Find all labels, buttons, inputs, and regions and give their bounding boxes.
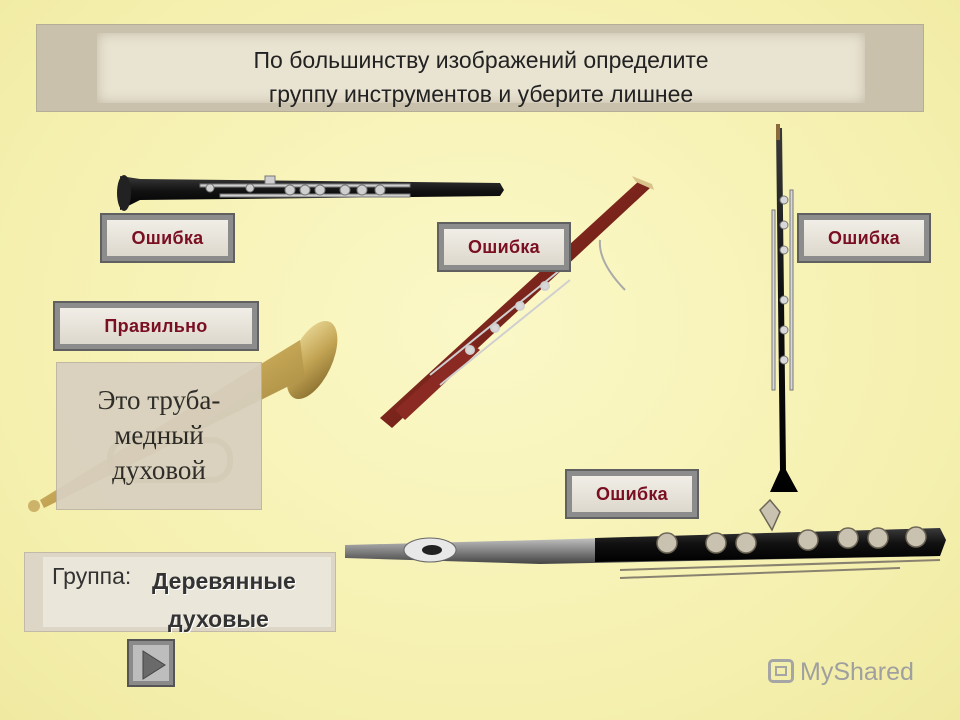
title-inner: По большинству изображений определите гр… <box>97 33 865 107</box>
trumpet-note-text: Это труба- медный духовой <box>57 383 261 488</box>
next-slide-button[interactable] <box>127 639 175 687</box>
error-button-label: Ошибка <box>804 220 924 256</box>
error-button-clarinet[interactable]: Ошибка <box>100 213 235 263</box>
myshared-logo-icon <box>768 659 794 683</box>
title-line-2: группу инструментов и уберите лишнее <box>268 81 694 107</box>
group-answer-line-2: духовые <box>168 606 269 632</box>
error-button-label: Ошибка <box>107 220 228 256</box>
error-button-bassoon[interactable]: Ошибка <box>437 222 571 272</box>
title-panel: По большинству изображений определите гр… <box>36 24 924 112</box>
clarinet-image[interactable] <box>117 175 504 211</box>
error-button-oboe[interactable]: Ошибка <box>797 213 931 263</box>
error-button-label: Ошибка <box>444 229 564 265</box>
trumpet-note: Это труба- медный духовой <box>56 362 262 510</box>
note-line-3: духовой <box>112 455 206 485</box>
error-button-label: Ошибка <box>572 476 692 512</box>
note-line-2: медный <box>114 420 204 450</box>
play-arrow-icon <box>142 650 166 680</box>
error-button-flute[interactable]: Ошибка <box>565 469 699 519</box>
next-slide-face <box>133 645 169 681</box>
title-text: По большинству изображений определите гр… <box>97 43 865 111</box>
myshared-logo: MyShared <box>768 658 914 687</box>
title-line-1: По большинству изображений определите <box>253 47 709 73</box>
correct-button-trumpet[interactable]: Правильно <box>53 301 259 351</box>
flute-image[interactable] <box>345 498 946 579</box>
group-panel <box>24 552 336 632</box>
bassoon-image[interactable] <box>380 176 654 428</box>
note-line-1: Это труба- <box>97 385 221 415</box>
myshared-logo-text: MyShared <box>800 658 914 686</box>
group-answer: Деревянные духовые <box>152 562 296 638</box>
group-panel-inner <box>43 557 331 627</box>
group-label: Группа: <box>52 563 132 589</box>
correct-button-label: Правильно <box>60 308 252 344</box>
group-answer-line-1: Деревянные <box>152 568 296 594</box>
oboe-image[interactable] <box>770 124 798 492</box>
